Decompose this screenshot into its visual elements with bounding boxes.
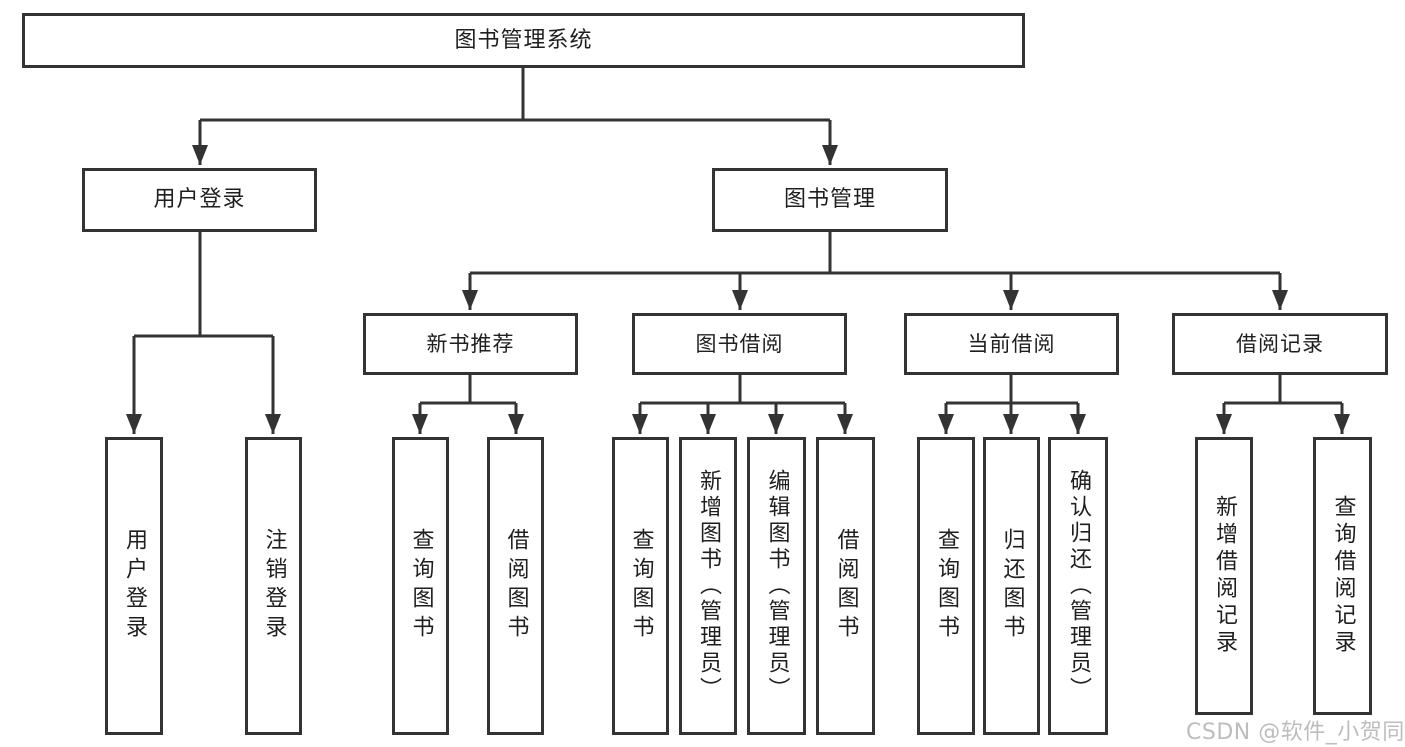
node-confirm-return-admin: 确认归还（管理员）	[1048, 437, 1108, 735]
node-user-login: 用户登录	[82, 168, 317, 232]
node-return-book: 归还图书	[983, 437, 1040, 735]
node-edit-book-admin: 编辑图书（管理员）	[747, 437, 806, 735]
node-query-books-recommend: 查询图书	[392, 437, 449, 735]
node-library-system: 图书管理系统	[22, 13, 1025, 68]
node-query-books-current: 查询图书	[917, 437, 975, 735]
node-borrow-records: 借阅记录	[1172, 313, 1388, 375]
node-borrow-books-recommend: 借阅图书	[487, 437, 544, 735]
node-add-borrow-record: 新增借阅记录	[1195, 437, 1253, 715]
node-add-book-admin: 新增图书（管理员）	[679, 437, 737, 735]
connector-path	[134, 68, 1342, 405]
arrowheads	[126, 120, 1350, 434]
node-user-login-leaf: 用户登录	[105, 437, 163, 735]
node-query-borrow-record: 查询借阅记录	[1313, 437, 1372, 715]
node-query-books-borrow: 查询图书	[612, 437, 669, 735]
node-logout: 注销登录	[245, 437, 302, 735]
node-current-borrow: 当前借阅	[904, 313, 1119, 375]
node-book-management: 图书管理	[712, 168, 948, 232]
node-borrow-books-leaf: 借阅图书	[816, 437, 875, 735]
watermark: CSDN @软件_小贺同学	[1186, 720, 1405, 745]
node-new-book-recommend: 新书推荐	[363, 313, 578, 375]
node-book-borrow: 图书借阅	[632, 313, 847, 375]
